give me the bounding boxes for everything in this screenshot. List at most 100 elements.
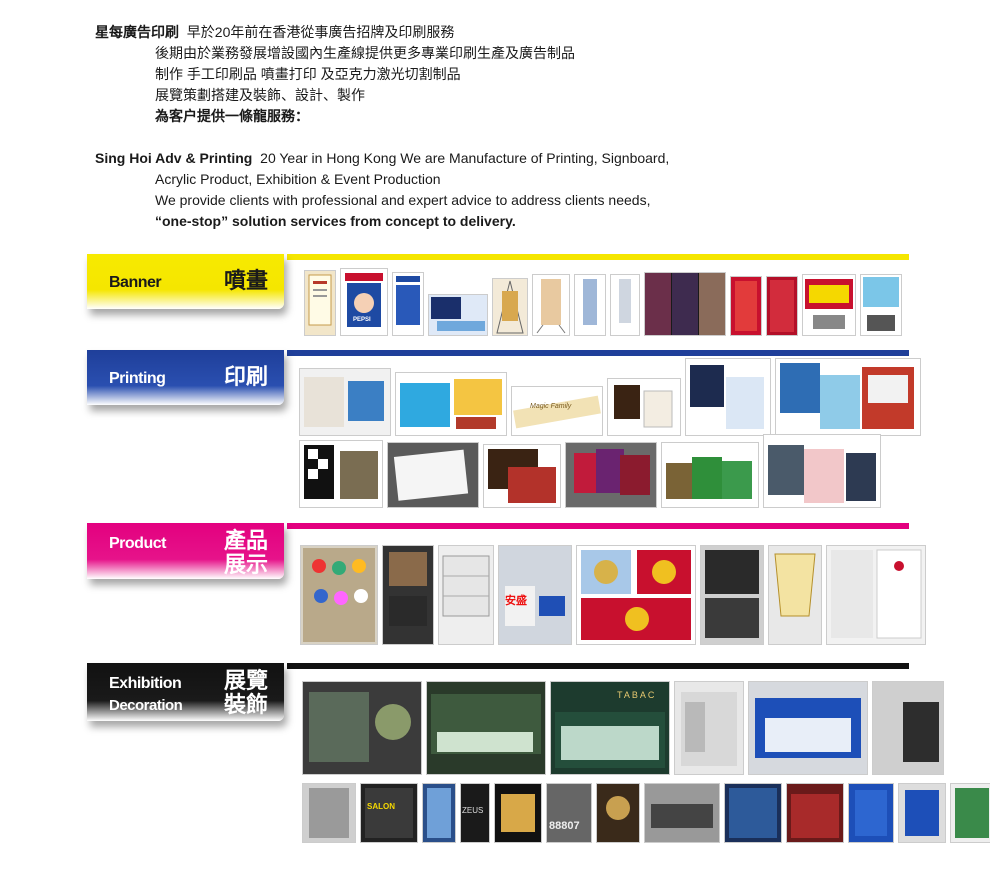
exhibit-num-text: 88807	[549, 820, 580, 832]
product-anyi-text: 安盛	[505, 595, 527, 607]
exhibition-photo	[748, 681, 868, 775]
product-photo	[382, 545, 434, 645]
printing-photo	[685, 358, 771, 436]
intro-en-line4: “one-stop” solution services from concep…	[155, 213, 516, 229]
printing-magic-text: Magic Family	[530, 403, 572, 410]
printing-photo	[299, 368, 391, 436]
banner-gallery: PEPSI	[304, 266, 902, 336]
intro-en-line3: We provide clients with professional and…	[155, 192, 651, 208]
exhibit-salon-text: SALON	[367, 802, 395, 811]
company-name-zh: 星每廣告印刷	[95, 24, 179, 40]
exhibition-photo	[596, 783, 640, 843]
banner-photo	[304, 270, 336, 336]
banner-photo	[766, 276, 798, 336]
printing-label-en: Printing	[109, 370, 166, 387]
exhibit-zeus-text: ZEUS	[462, 806, 484, 815]
printing-photo	[395, 372, 507, 436]
product-photo	[300, 545, 378, 645]
product-photo	[700, 545, 764, 645]
section-exhibition: Exhibition Decoration 展覽 裝飾 TABAC SALON …	[87, 663, 990, 848]
exhibition-photo: SALON	[360, 783, 418, 843]
product-gallery: 安盛	[300, 545, 926, 645]
printing-photo	[661, 442, 759, 508]
exhibition-photo	[872, 681, 944, 775]
intro-zh-line2: 後期由於業務發展增設國內生產線提供更多專業印刷生產及廣告制品	[155, 45, 575, 61]
exhibition-divider	[287, 663, 909, 669]
product-photo	[768, 545, 822, 645]
exhibition-photo	[494, 783, 542, 843]
printing-photo	[299, 440, 383, 508]
product-divider	[287, 523, 909, 529]
exhibition-photo	[302, 681, 422, 775]
exhibition-photo	[950, 783, 990, 843]
banner-photo	[392, 272, 424, 336]
banner-label: Banner 噴畫	[87, 254, 284, 309]
printing-divider	[287, 350, 909, 356]
printing-label: Printing 印刷	[87, 350, 284, 405]
product-label-zh2: 展示	[223, 552, 268, 577]
exhibition-photo	[674, 681, 744, 775]
section-printing: Printing 印刷 Magic Family	[87, 350, 921, 510]
printing-photo	[565, 442, 657, 508]
exhibition-photo	[898, 783, 946, 843]
intro-zh-line4: 展覽策劃搭建及裝飾、設計、製作	[155, 87, 365, 103]
exhibition-gallery-row1: TABAC	[302, 679, 944, 775]
product-label: Product 產品 展示	[87, 523, 284, 579]
company-name-en: Sing Hoi Adv & Printing	[95, 150, 253, 166]
intro-zh-line5: 為客户提供一條龍服務：	[155, 108, 309, 124]
exhibition-label: Exhibition Decoration 展覽 裝飾	[87, 663, 284, 721]
exhibition-label-en1: Exhibition	[109, 675, 182, 692]
banner-photo	[860, 274, 902, 336]
exhibition-label-en2: Decoration	[109, 697, 183, 714]
product-label-en: Product	[109, 535, 166, 552]
exhibition-photo	[426, 681, 546, 775]
exhibition-label-zh2: 裝飾	[223, 692, 268, 717]
exhibition-photo	[786, 783, 844, 843]
banner-label-zh: 噴畫	[223, 268, 268, 293]
printing-photo	[387, 442, 479, 508]
banner-photo	[574, 274, 606, 336]
printing-photo	[607, 378, 681, 436]
banner-pepsi-text: PEPSI	[353, 317, 371, 323]
printing-label-zh: 印刷	[223, 364, 268, 389]
intro-block: 星每廣告印刷 早於20年前在香港從事廣告招牌及印刷服務 後期由於業務發展增設國內…	[95, 22, 915, 232]
banner-photo: PEPSI	[340, 268, 388, 336]
intro-en-line2: Acrylic Product, Exhibition & Event Prod…	[155, 171, 441, 187]
exhibit-tabac-text: TABAC	[617, 690, 657, 700]
exhibition-photo	[302, 783, 356, 843]
banner-photo	[428, 294, 488, 336]
banner-photo	[730, 276, 762, 336]
printing-photo	[483, 444, 561, 508]
exhibition-photo: ZEUS	[460, 783, 490, 843]
banner-photo	[802, 274, 856, 336]
exhibition-photo: 88807	[546, 783, 592, 843]
intro-en-line1: Sing Hoi Adv & Printing 20 Year in Hong …	[95, 148, 915, 169]
banner-photo	[532, 274, 570, 336]
product-photo	[576, 545, 696, 645]
intro-zh-line1: 星每廣告印刷 早於20年前在香港從事廣告招牌及印刷服務	[95, 22, 915, 43]
exhibition-photo: TABAC	[550, 681, 670, 775]
banner-photo	[610, 274, 640, 336]
exhibition-gallery-row2: SALON ZEUS 88807	[302, 781, 990, 843]
intro-zh-line3: 制作 手工印刷品 噴畫打印 及亞克力激光切割制品	[155, 66, 461, 82]
product-photo	[826, 545, 926, 645]
section-product: Product 產品 展示 安盛	[87, 523, 926, 648]
product-label-zh1: 產品	[223, 528, 268, 553]
product-photo	[438, 545, 494, 645]
banner-divider	[287, 254, 909, 260]
printing-photo	[763, 434, 881, 508]
exhibition-photo	[422, 783, 456, 843]
banner-photo	[644, 272, 726, 336]
exhibition-label-zh1: 展覽	[223, 668, 268, 693]
exhibition-photo	[848, 783, 894, 843]
printing-photo: Magic Family	[511, 386, 603, 436]
exhibition-photo	[644, 783, 720, 843]
banner-label-en: Banner	[109, 274, 162, 291]
printing-photo	[775, 358, 921, 436]
intro-zh-text: 早於20年前在香港從事廣告招牌及印刷服務	[186, 24, 455, 40]
product-photo: 安盛	[498, 545, 572, 645]
banner-photo	[492, 278, 528, 336]
printing-gallery-row1: Magic Family	[299, 358, 921, 436]
intro-en-text: 20 Year in Hong Kong We are Manufacture …	[260, 150, 670, 166]
printing-gallery-row2	[299, 434, 881, 508]
